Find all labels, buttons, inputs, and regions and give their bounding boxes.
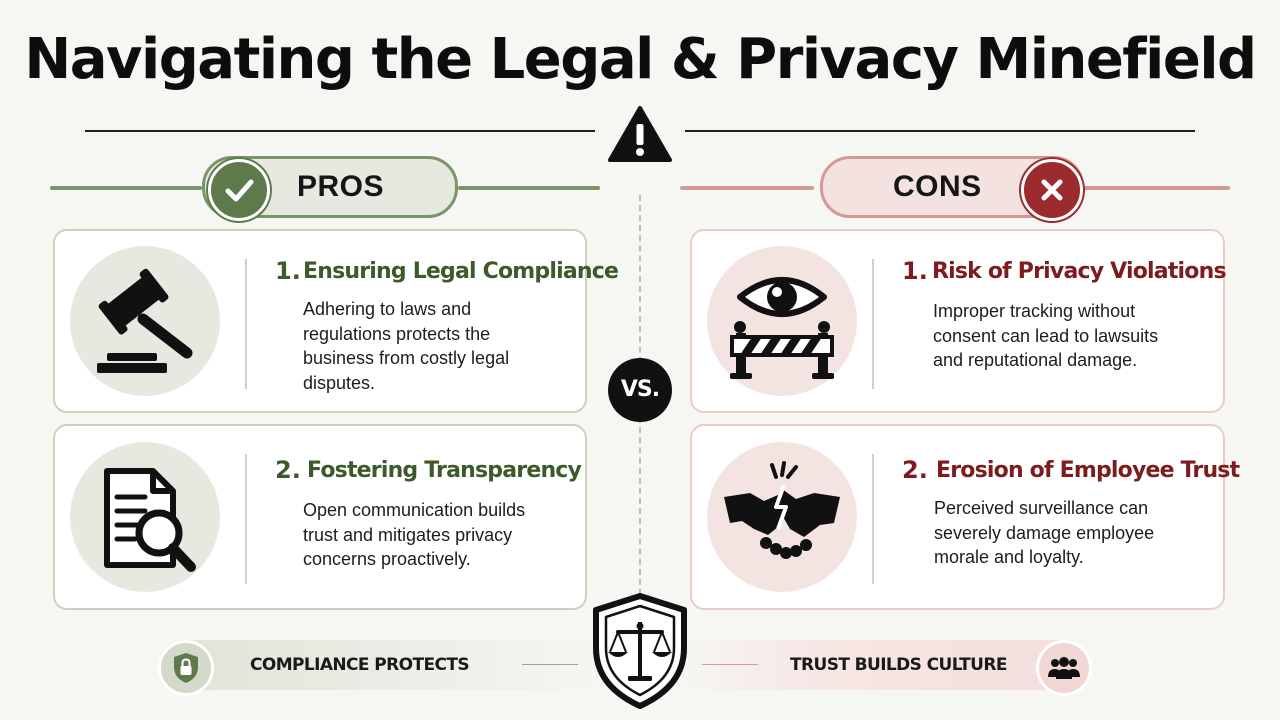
- pros-label: PROS: [297, 170, 385, 203]
- page-title: Navigating the Legal & Privacy Minefield: [24, 27, 1257, 92]
- warning-icon: [606, 104, 674, 164]
- card-divider: [872, 454, 874, 584]
- pros-card-2: 2. Fostering Transparency Open communica…: [53, 424, 587, 610]
- check-icon: [208, 159, 270, 221]
- item-title: Ensuring Legal Compliance: [303, 259, 619, 284]
- pros-card-1: 1. Ensuring Legal Compliance Adhering to…: [53, 229, 619, 413]
- footer-left-bar: [160, 640, 600, 690]
- item-number: 2.: [902, 456, 928, 484]
- pros-rule-left: [50, 186, 202, 190]
- footer-left-label: COMPLIANCE PROTECTS: [250, 655, 470, 675]
- footer-left-rule: [522, 664, 578, 665]
- card-divider: [245, 454, 247, 584]
- item-description: Adhering to laws and regulations protect…: [303, 299, 510, 393]
- cons-rule-left: [680, 186, 814, 190]
- item-description: Open communication builds trust and miti…: [303, 500, 526, 569]
- card-divider: [872, 259, 874, 389]
- broken-handshake-icon: [707, 442, 857, 592]
- item-number: 2.: [275, 456, 301, 484]
- item-description: Perceived surveillance can severely dama…: [934, 498, 1155, 567]
- lock-shield-icon: [158, 640, 214, 696]
- eye-barrier-icon: [707, 246, 857, 396]
- footer-right-bar: [680, 640, 1085, 690]
- header-divider-right: [685, 130, 1195, 132]
- people-icon: [1036, 640, 1092, 696]
- footer-right-rule: [702, 664, 758, 665]
- card-divider: [245, 259, 247, 389]
- item-title: Risk of Privacy Violations: [932, 259, 1227, 284]
- cons-rule-right: [1084, 186, 1230, 190]
- header-divider-left: [85, 130, 595, 132]
- item-description: Improper tracking without consent can le…: [933, 301, 1159, 370]
- footer-right-label: TRUST BUILDS CULTURE: [790, 655, 1007, 675]
- cons-label: CONS: [893, 170, 982, 203]
- item-title: Fostering Transparency: [307, 458, 582, 483]
- document-search-icon: [70, 442, 220, 592]
- x-icon: [1021, 159, 1083, 221]
- item-number: 1.: [275, 257, 301, 285]
- gavel-icon: [70, 246, 220, 396]
- item-title: Erosion of Employee Trust: [936, 458, 1240, 483]
- pros-rule-right: [458, 186, 600, 190]
- cons-card-1: 1. Risk of Privacy Violations Improper t…: [690, 229, 1227, 413]
- cons-card-2: 2. Erosion of Employee Trust Perceived s…: [690, 424, 1240, 610]
- scales-shield-icon: [588, 592, 692, 710]
- vs-badge: VS.: [608, 358, 672, 422]
- item-number: 1.: [902, 257, 928, 285]
